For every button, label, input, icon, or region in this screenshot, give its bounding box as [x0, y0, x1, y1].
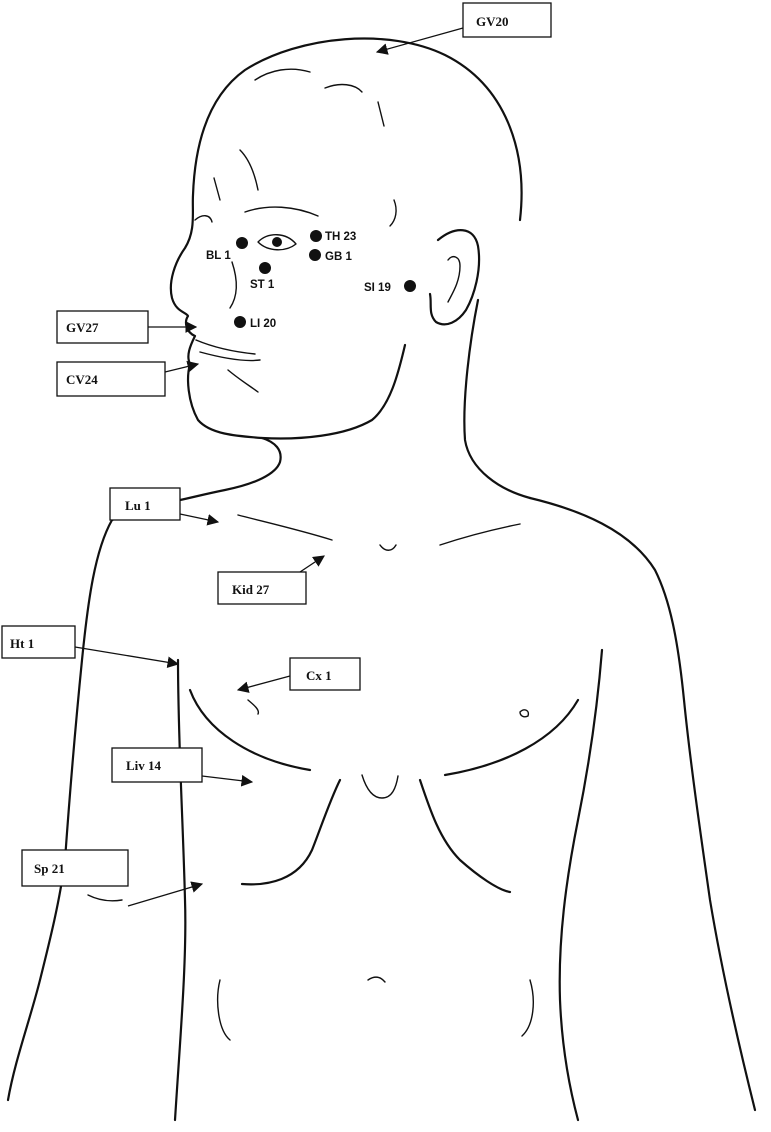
label-cv24: CV24 — [66, 372, 98, 387]
point-th23 — [310, 230, 322, 242]
label-box-sp21: Sp 21 — [21, 849, 129, 887]
label-gv20: GV20 — [476, 14, 509, 29]
point-label-li20: LI 20 — [250, 318, 276, 330]
point-label-bl1: BL 1 — [206, 250, 231, 262]
label-ht1: Ht 1 — [10, 636, 34, 651]
label-box-gv20: GV20 — [462, 2, 552, 38]
right-inner-arm — [558, 648, 604, 1122]
right-shoulder-arm — [528, 496, 757, 1112]
label-sp21: Sp 21 — [34, 861, 65, 876]
ear — [428, 229, 481, 326]
left-inner-arm — [173, 658, 187, 1122]
point-label-si19: SI 19 — [364, 282, 391, 294]
face-points: TH 23 BL 1 GB 1 ST 1 SI 19 LI 20 — [206, 230, 416, 330]
point-label-th23: TH 23 — [325, 231, 356, 243]
point-gb1 — [309, 249, 321, 261]
neck-front — [178, 436, 282, 502]
label-box-kid27: Kid 27 — [217, 571, 307, 605]
point-si19 — [404, 280, 416, 292]
label-box-ht1: Ht 1 — [1, 625, 76, 659]
pointer-arrows — [74, 27, 464, 907]
label-cx1: Cx 1 — [306, 668, 332, 683]
point-label-gb1: GB 1 — [325, 251, 352, 263]
label-liv14: Liv 14 — [126, 758, 162, 773]
label-gv27: GV27 — [66, 320, 99, 335]
left-shoulder-arm — [6, 518, 114, 1102]
label-kid27: Kid 27 — [232, 582, 270, 597]
point-li20 — [234, 316, 246, 328]
point-bl1 — [236, 237, 248, 249]
body-outline-drawing — [6, 37, 757, 1122]
neck-back — [463, 298, 532, 500]
label-box-lu1: Lu 1 — [109, 487, 181, 521]
point-label-st1: ST 1 — [250, 279, 275, 291]
label-box-gv27: GV27 — [56, 310, 149, 344]
label-box-liv14: Liv 14 — [111, 747, 203, 783]
label-box-cv24: CV24 — [56, 361, 166, 397]
point-st1 — [259, 262, 271, 274]
label-box-cx1: Cx 1 — [289, 657, 361, 691]
label-lu1: Lu 1 — [125, 498, 151, 513]
